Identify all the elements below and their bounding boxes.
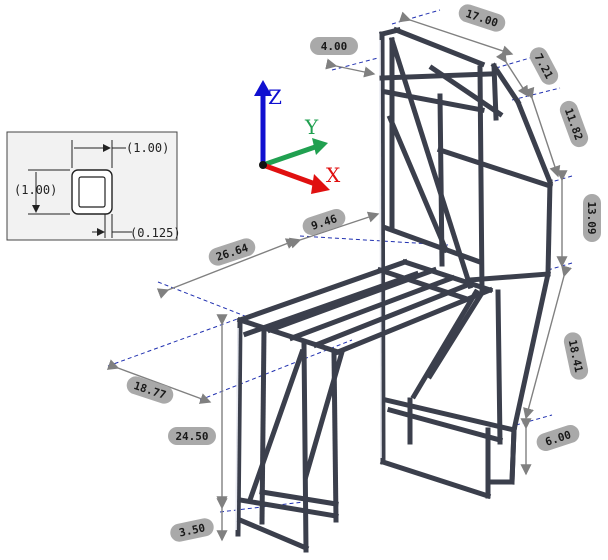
tower-mid-rail bbox=[436, 146, 554, 190]
tower-big-diagonal bbox=[388, 36, 474, 290]
svg-text:24.50: 24.50 bbox=[175, 430, 208, 443]
front-curve-mid bbox=[514, 98, 554, 186]
table-top-rail-a bbox=[376, 266, 474, 304]
front-top-post bbox=[477, 65, 485, 295]
dim-label-350: 3.50 bbox=[170, 518, 214, 542]
dimension-lines bbox=[106, 11, 572, 542]
ext-right-2 bbox=[511, 87, 561, 101]
table-rail-side-right bbox=[401, 258, 494, 294]
x-axis-label: X bbox=[326, 163, 341, 187]
svg-text:3.50: 3.50 bbox=[178, 521, 207, 539]
y-axis-label: Y bbox=[304, 115, 319, 139]
dim-label-600: 6.00 bbox=[536, 424, 580, 452]
front-top-post2 bbox=[491, 63, 499, 121]
y-arrowhead-icon bbox=[312, 138, 328, 155]
front-leg-diagonal2 bbox=[302, 348, 346, 480]
dim-label-1309: 13.09 bbox=[583, 194, 601, 242]
frame-structure bbox=[235, 26, 554, 553]
dim-17-line bbox=[398, 11, 514, 57]
x-arrowhead-icon bbox=[311, 174, 330, 194]
dim-label-4: 4.00 bbox=[310, 37, 358, 55]
dim-1841-line bbox=[523, 265, 572, 420]
rear-lower-post2 bbox=[495, 289, 503, 445]
ext-right-5 bbox=[515, 414, 553, 426]
y-axis-arrow bbox=[262, 143, 319, 168]
dim-label-2450: 24.50 bbox=[168, 427, 216, 445]
front-leg-diagonal bbox=[246, 348, 306, 504]
rear-base-rail bbox=[379, 458, 492, 500]
dim-label-17: 17.00 bbox=[458, 4, 506, 32]
svg-text:13.09: 13.09 bbox=[585, 201, 598, 234]
dim-label-1877: 18.77 bbox=[126, 376, 174, 404]
dim-1877-line bbox=[106, 359, 212, 404]
dim-label-1182: 11.82 bbox=[559, 100, 589, 148]
tower-top-diagonal bbox=[392, 26, 486, 68]
ext-left-top bbox=[157, 281, 251, 319]
tube-inner bbox=[78, 176, 106, 208]
dim-4-line bbox=[325, 58, 376, 78]
z-arrowhead-icon bbox=[254, 80, 272, 96]
table-rail-front2 bbox=[242, 270, 420, 338]
dimension-labels: 17.00 4.00 7.21 11.82 13.09 9.46 26.64 bbox=[126, 4, 601, 542]
tower-upper-rail-b bbox=[383, 89, 485, 113]
table-cross-2 bbox=[288, 274, 456, 342]
front-base-rail bbox=[237, 497, 339, 519]
tower-upper-rail-a bbox=[379, 71, 493, 81]
ext-top-left bbox=[331, 57, 379, 71]
table-rail-side-left bbox=[236, 316, 342, 356]
x-axis-arrow bbox=[262, 162, 319, 188]
inset-wall-label: (0.125) bbox=[130, 226, 181, 240]
rear-lower-diagonal2 bbox=[426, 292, 484, 380]
dim-label-2664: 26.64 bbox=[208, 238, 256, 266]
dim-946-line bbox=[288, 211, 380, 249]
rear-left-post bbox=[379, 31, 386, 465]
tube-section-inset: (1.00) (1.00) (0.125) bbox=[6, 131, 181, 241]
front-base-rail2 bbox=[236, 516, 310, 552]
rear-lower-diagonal bbox=[410, 288, 480, 400]
ext-left-mid bbox=[107, 317, 241, 367]
front-base-rail3 bbox=[259, 489, 339, 507]
dim-label-721: 7.21 bbox=[529, 47, 559, 85]
inset-height-label: (1.00) bbox=[14, 183, 57, 197]
dim-label-946: 9.46 bbox=[302, 208, 346, 236]
ext-right-4 bbox=[547, 262, 573, 271]
dim-label-1841: 18.41 bbox=[563, 332, 589, 380]
dim-2664-line bbox=[156, 238, 298, 299]
tower-post-mid bbox=[437, 93, 445, 267]
table-cross-3 bbox=[312, 280, 474, 349]
front-curve-lower bbox=[545, 179, 553, 277]
z-axis-label: Z bbox=[268, 85, 282, 109]
tower-rail-d bbox=[382, 224, 484, 266]
tower-upper-rail-c bbox=[428, 64, 504, 118]
rear-base-upper bbox=[382, 396, 518, 434]
dim-1182-line bbox=[523, 86, 561, 178]
front-lower-diagonal bbox=[511, 271, 551, 433]
front-leg-right bbox=[301, 341, 309, 553]
axis-triad: Z Y X bbox=[254, 80, 341, 194]
svg-text:4.00: 4.00 bbox=[321, 40, 348, 53]
origin-dot bbox=[259, 161, 267, 169]
tower-diagonal-2 bbox=[386, 114, 450, 254]
rear-base-front bbox=[509, 427, 517, 485]
inset-width-label: (1.00) bbox=[126, 141, 169, 155]
